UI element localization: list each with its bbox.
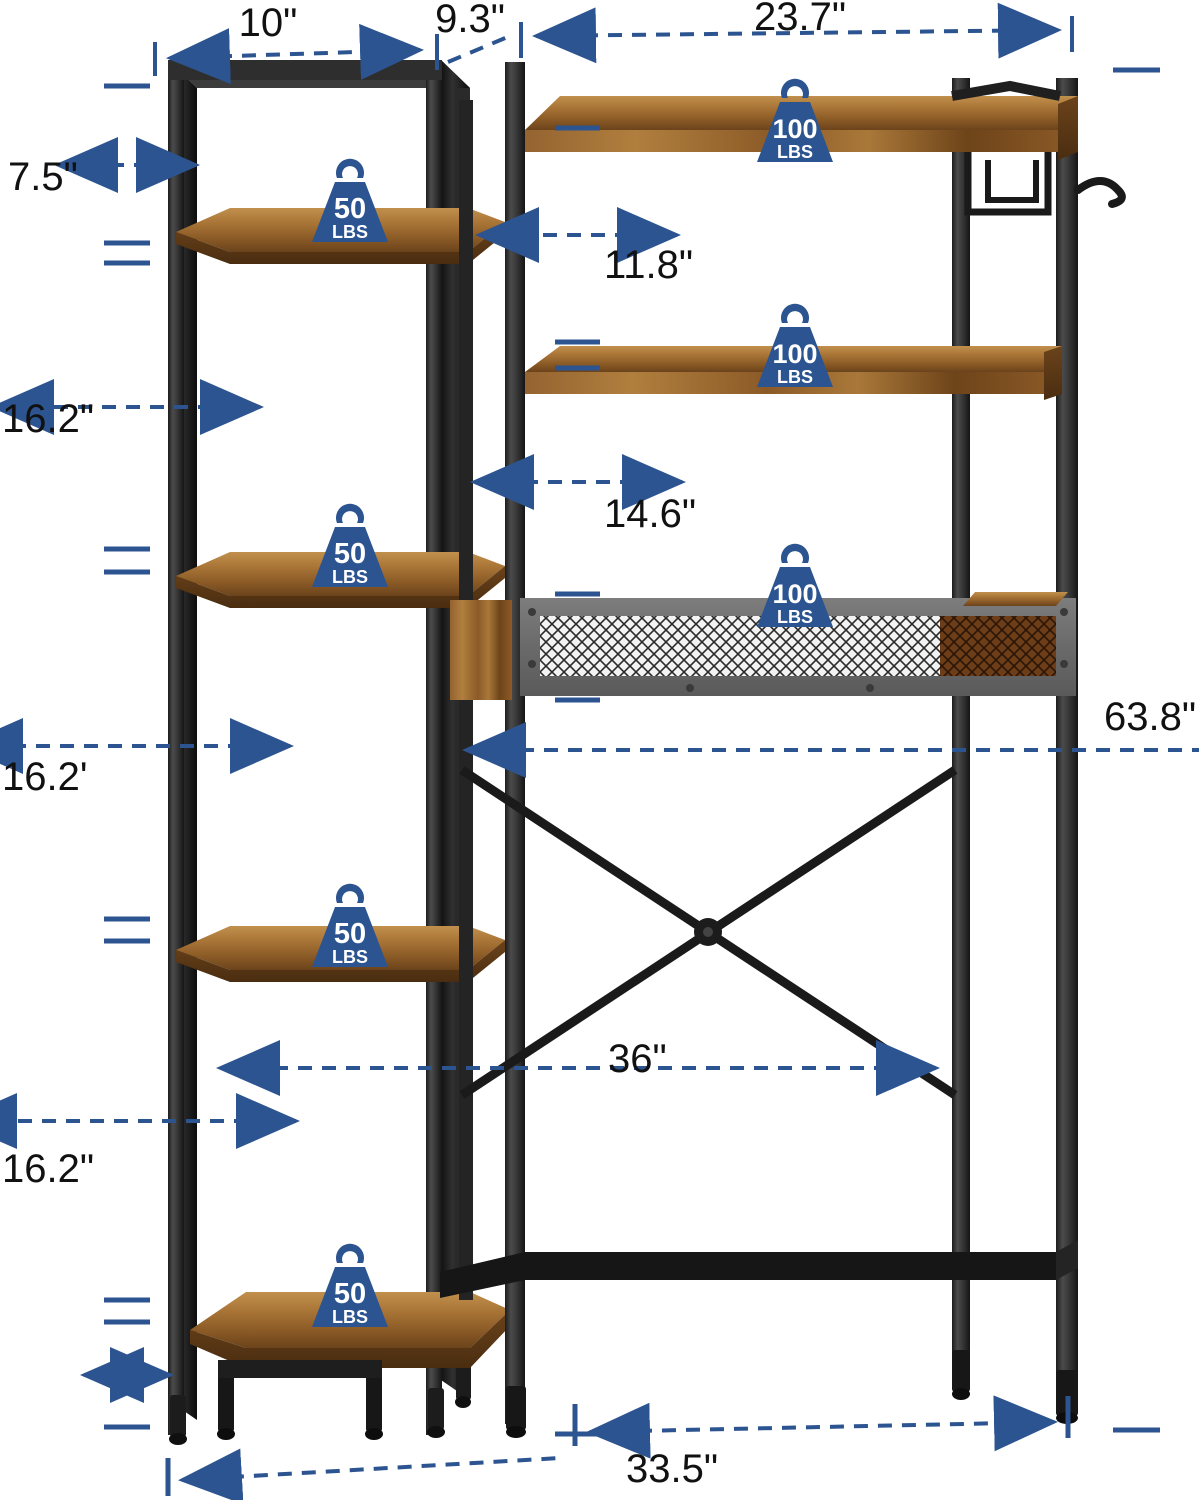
side-hook xyxy=(1074,177,1126,208)
weight-unit: LBS xyxy=(332,1307,368,1327)
foot-left-1 xyxy=(170,1395,186,1437)
bottom-shelf-brace xyxy=(218,1360,382,1378)
mesh-shelf-rivets xyxy=(528,608,1068,692)
dim-center-ticks xyxy=(555,125,600,1437)
bottom-shelf-pad-1 xyxy=(217,1428,235,1440)
main-rack-post-front-right xyxy=(1056,78,1078,1408)
x-brace-center-bolt xyxy=(703,927,713,937)
dim-main-shelf-width xyxy=(532,2,1074,64)
weight-value: 50 xyxy=(334,1278,366,1310)
bottom-shelf-pad-2 xyxy=(365,1428,383,1440)
weight-body-icon xyxy=(312,907,388,967)
hanging-rail-hooks xyxy=(951,80,1061,216)
weight-ring-icon xyxy=(781,78,809,98)
weight-body-icon xyxy=(757,567,833,627)
dim-label-total-width: 33.5" xyxy=(626,1447,718,1491)
dim-label-mid-shelf-gap: 14.6" xyxy=(604,492,696,536)
weight-ring-icon xyxy=(336,503,364,523)
weight-body-icon xyxy=(312,1267,388,1327)
dim-label-tier-1-height: 7.5" xyxy=(8,155,78,199)
weight-body-icon xyxy=(757,327,833,387)
weight-value: 50 xyxy=(334,193,366,225)
main-rack xyxy=(440,62,1126,1438)
weight-value: 50 xyxy=(334,918,366,950)
dim-total-height xyxy=(462,67,1199,1433)
weight-unit: LBS xyxy=(332,567,368,587)
dim-label-tier-2-height: 16.2" xyxy=(2,397,94,441)
left-tower-leg-2 xyxy=(426,60,442,1435)
foot-pad-left-3 xyxy=(455,1396,471,1408)
weight-ring-icon xyxy=(336,158,364,178)
weight-body-icon xyxy=(312,182,388,242)
mesh-shelf-wood-right xyxy=(963,592,1068,606)
base-rail xyxy=(440,1240,1078,1298)
weight-unit: LBS xyxy=(332,222,368,242)
dim-label-left-tower-width: 10" xyxy=(239,1,298,45)
dim-label-main-shelf-width: 23.7" xyxy=(754,0,846,39)
foot-left-2 xyxy=(428,1388,444,1430)
weight-value: 100 xyxy=(772,339,817,369)
weight-ring-icon xyxy=(781,543,809,563)
mesh-shelf-grid-dark xyxy=(940,616,1056,676)
weight-unit: LBS xyxy=(332,947,368,967)
dim-left-ticks xyxy=(104,83,150,1430)
weight-ring-icon xyxy=(781,303,809,323)
dim-total-width xyxy=(165,1395,1071,1500)
weight-unit: LBS xyxy=(777,367,813,387)
weight-value: 50 xyxy=(334,538,366,570)
weight-ring-icon xyxy=(336,1243,364,1263)
weight-ring-icon xyxy=(336,883,364,903)
mesh-shelf xyxy=(450,592,1076,700)
weight-value: 100 xyxy=(772,579,817,609)
weight-unit: LBS xyxy=(777,142,813,162)
dim-label-gap-width: 9.3" xyxy=(435,0,505,41)
dim-label-total-height: 63.8" xyxy=(1104,695,1196,739)
weight-value: 100 xyxy=(772,114,817,144)
foot-left-3 xyxy=(456,1360,471,1400)
weight-body-icon xyxy=(757,102,833,162)
dim-label-top-shelf-gap: 11.8" xyxy=(604,243,693,287)
dim-left-tower-width xyxy=(153,23,439,85)
foot-pad-left-2 xyxy=(427,1426,445,1438)
dim-label-tier-4-height: 16.2" xyxy=(2,1147,94,1191)
left-corner-tower xyxy=(168,60,510,1445)
main-rack-post-rear-right xyxy=(952,78,970,1388)
weight-body-icon xyxy=(312,527,388,587)
weight-unit: LBS xyxy=(777,607,813,627)
left-tower-top-rail xyxy=(168,60,442,80)
mesh-shelf-wood-left xyxy=(450,600,512,700)
main-rack-feet xyxy=(506,1350,1078,1438)
main-rack-post-front-left xyxy=(505,62,525,1424)
dim-label-lower-clearance: 36" xyxy=(608,1037,667,1081)
foot-pad-left-1 xyxy=(169,1433,187,1445)
dim-gap-width xyxy=(447,22,523,64)
dim-label-tier-3-height: 16.2' xyxy=(2,755,88,799)
